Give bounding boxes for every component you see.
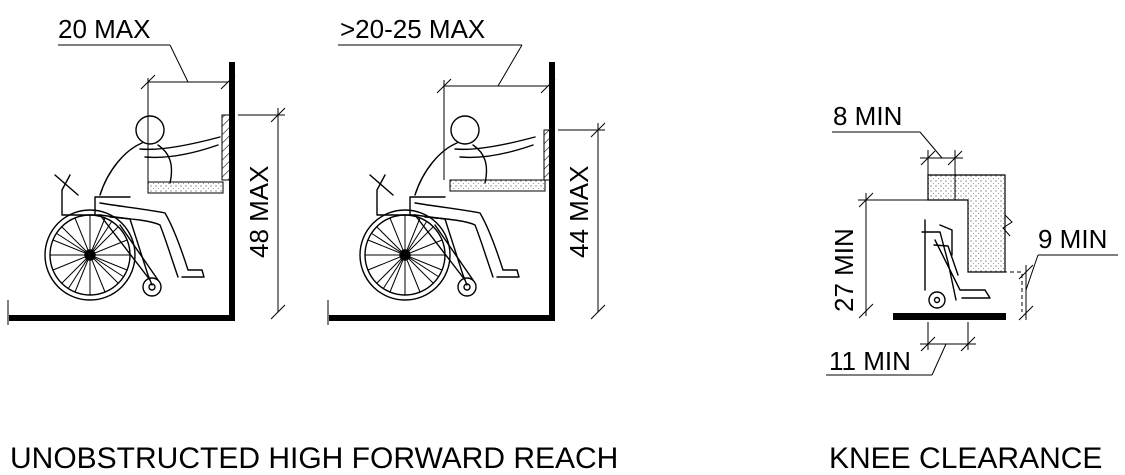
top-depth-label: 8 MIN [833, 101, 902, 131]
wheelchair-user-2 [359, 115, 536, 301]
counter-2 [449, 179, 546, 192]
knee-height-label: 27 MIN [829, 228, 859, 312]
height-label-1: 48 MAX [244, 166, 274, 259]
knee-wheelchair [921, 219, 991, 309]
wheelchair-user-1 [44, 115, 221, 301]
reach-label-2: >20-25 MAX [340, 14, 485, 44]
height-label-2: 44 MAX [564, 166, 594, 259]
counter-1 [147, 181, 224, 194]
knee-floor [893, 313, 1006, 320]
reach-target-1 [221, 114, 233, 181]
reach-panel-2: >20-25 MAX 44 MAX [327, 14, 606, 325]
base-depth-label: 11 MIN [829, 346, 911, 376]
knee-counter [927, 174, 1006, 273]
knee-clearance-panel: 27 MIN 8 MIN 9 MIN 11 MIN [826, 101, 1118, 376]
reach-label-1: 20 MAX [58, 14, 151, 44]
caption-forward-reach: UNOBSTRUCTED HIGH FORWARD REACH [10, 442, 618, 475]
caption-knee-clearance: KNEE CLEARANCE [829, 442, 1102, 475]
reach-panel-1: 20 MAX 48 MAX [7, 14, 286, 325]
reach-target-2 [543, 129, 553, 181]
toe-depth-label: 9 MIN [1038, 224, 1107, 254]
